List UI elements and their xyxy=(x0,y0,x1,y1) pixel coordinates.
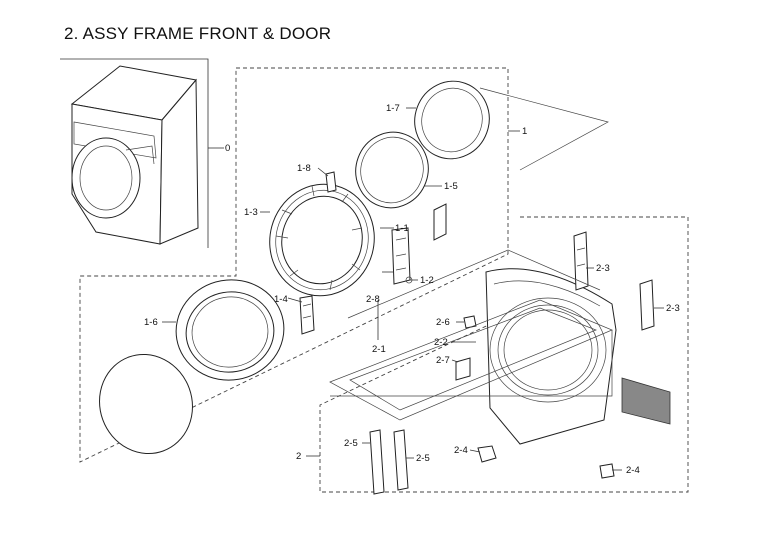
label-1-7: 1-7 xyxy=(386,103,400,114)
frame-front-panel-2-2 xyxy=(485,268,617,445)
label-1-2: 1-2 xyxy=(420,275,434,286)
frame-bracket-2-3-upper xyxy=(573,231,589,291)
diagram-title: 2. ASSY FRAME FRONT & DOOR xyxy=(64,24,332,43)
label-2-6: 2-6 xyxy=(436,317,450,328)
strap-2-5-right xyxy=(393,429,409,491)
door-group-outline xyxy=(79,67,509,463)
label-2-4-left: 2-4 xyxy=(454,445,468,456)
strap-2-5-left xyxy=(369,429,385,495)
hinge-plate-top xyxy=(433,203,447,241)
label-2-4-right: 2-4 xyxy=(626,465,640,476)
label-1-8: 1-8 xyxy=(297,163,311,174)
door-outer-ring-1-6 xyxy=(175,279,285,381)
frame-bracket-2-7 xyxy=(455,357,471,381)
label-0: 0 xyxy=(225,143,230,154)
label-2-1: 2-1 xyxy=(372,344,386,355)
washer-cabinet xyxy=(70,65,199,245)
connector-lines xyxy=(162,87,664,471)
label-1-4: 1-4 xyxy=(274,294,288,305)
label-1-5: 1-5 xyxy=(444,181,458,192)
part-labels: 0 1-7 1 1-5 1-8 1-3 1-1 1-2 2-8 1-4 1-6 … xyxy=(144,103,680,476)
door-glass-1-7 xyxy=(414,80,490,160)
label-1-1: 1-1 xyxy=(395,223,409,234)
label-2-5-left: 2-5 xyxy=(344,438,358,449)
clip-2-4-left xyxy=(477,445,497,463)
clip-2-4-right xyxy=(599,463,615,479)
label-1-6: 1-6 xyxy=(144,317,158,328)
door-latch-1-4 xyxy=(299,295,315,335)
label-2-3-upper: 2-3 xyxy=(596,263,610,274)
label-2-5-right: 2-5 xyxy=(416,453,430,464)
label-2-8: 2-8 xyxy=(366,294,380,305)
door-glass-outer xyxy=(99,353,193,455)
assembly-group-outlines xyxy=(60,58,689,493)
panel-cover-plate xyxy=(621,377,671,425)
label-2-2: 2-2 xyxy=(434,337,448,348)
main-assembly-bracket xyxy=(60,58,209,248)
label-1-3: 1-3 xyxy=(244,207,258,218)
label-1: 1 xyxy=(522,126,527,137)
door-hinge-1-2 xyxy=(391,227,413,285)
label-2-7: 2-7 xyxy=(436,355,450,366)
frame-bracket-2-3-right xyxy=(639,279,655,331)
door-frame-1-3 xyxy=(269,183,375,297)
label-2-3-right: 2-3 xyxy=(666,303,680,314)
door-gasket-ring-1-5 xyxy=(355,131,429,209)
frame-bracket-2-6 xyxy=(463,315,477,329)
door-lock-1-8 xyxy=(325,171,337,193)
label-2: 2 xyxy=(296,451,301,462)
frame-group-outline xyxy=(319,216,689,493)
